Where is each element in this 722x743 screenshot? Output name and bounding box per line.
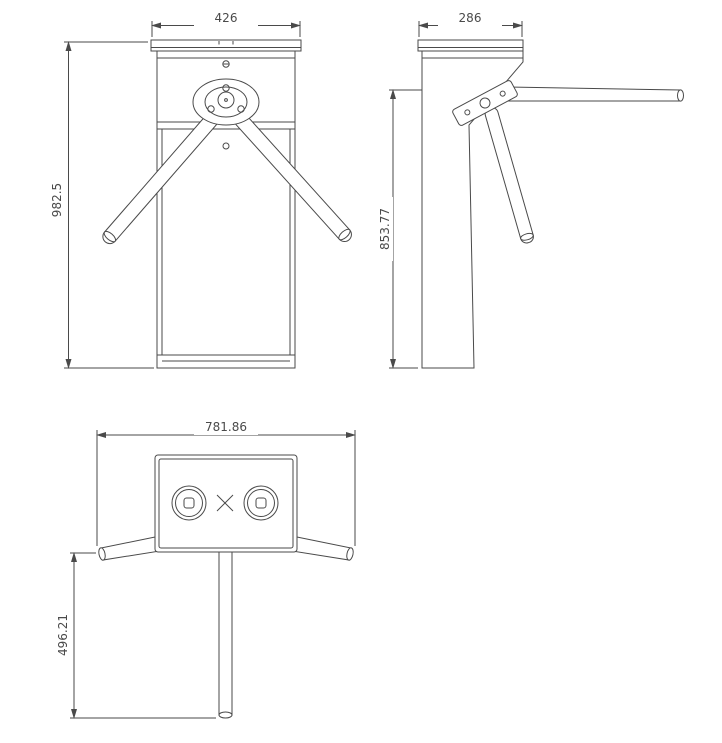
top-view bbox=[70, 430, 356, 719]
top-overall-width-dimension-label: 781.86 bbox=[194, 419, 258, 435]
side-horizontal-arm bbox=[502, 86, 684, 102]
side-cabinet bbox=[417, 39, 524, 369]
front-view bbox=[64, 21, 352, 369]
top-left-arm bbox=[98, 535, 161, 561]
front-cabinet bbox=[150, 39, 302, 369]
side-hub-plate bbox=[452, 80, 518, 126]
tripod-hub bbox=[192, 78, 260, 126]
front-height-dimension-label: 982.5 bbox=[49, 168, 65, 232]
front-height-dimension bbox=[64, 41, 154, 369]
top-locks bbox=[171, 485, 279, 521]
top-width-dimension bbox=[96, 430, 356, 546]
side-diagonal-arm bbox=[484, 107, 534, 244]
top-arm-length-dimension-label: 496.21 bbox=[55, 603, 71, 667]
top-depth-dimension bbox=[70, 552, 216, 719]
side-arm-height-dimension-label: 853.77 bbox=[377, 197, 393, 261]
front-width-dimension-label: 426 bbox=[194, 10, 258, 26]
top-right-arm bbox=[291, 535, 354, 561]
side-view bbox=[389, 21, 684, 369]
top-bottom-arm bbox=[218, 549, 233, 719]
side-depth-dimension-label: 286 bbox=[438, 10, 502, 26]
